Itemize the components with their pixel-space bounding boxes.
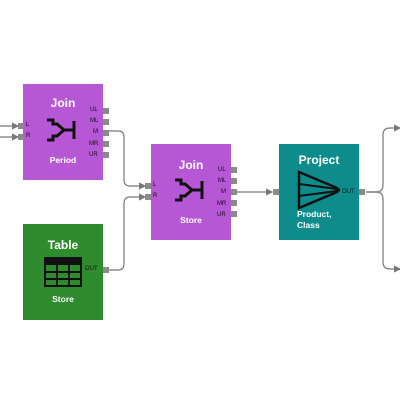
port-label-mr: MR [89, 141, 99, 147]
input-port[interactable] [273, 189, 279, 195]
port-label-l: L [153, 182, 157, 188]
node-subtitle: Store [180, 215, 202, 225]
input-port-r[interactable] [18, 134, 24, 140]
output-port-ul[interactable] [231, 167, 237, 173]
port-label-ur: UR [217, 212, 226, 218]
project-node[interactable]: Project Product, Class OUT [279, 144, 359, 240]
port-label-out: OUT [342, 189, 355, 195]
output-port-ur[interactable] [103, 152, 109, 158]
input-port-l[interactable] [145, 183, 151, 189]
node-subtitle: Period [49, 155, 77, 165]
output-port-ml[interactable] [103, 119, 109, 125]
output-port-ul[interactable] [103, 108, 109, 114]
port-label-ml: ML [90, 118, 99, 124]
port-label-ur: UR [89, 152, 98, 158]
port-label-ul: UL [90, 107, 98, 113]
port-label-ul: UL [218, 167, 226, 173]
input-port-l[interactable] [18, 123, 24, 129]
output-port-mr[interactable] [103, 141, 109, 147]
output-port-mr[interactable] [231, 200, 237, 206]
port-label-l: L [26, 122, 30, 128]
output-port-out[interactable] [359, 189, 365, 195]
edge-table-store-out-to-join-store-r [109, 193, 147, 271]
join-store-node[interactable]: Join Store L R UL ML M MR UR [151, 144, 231, 240]
port-label-m: M [221, 189, 226, 195]
project-funnel-icon [297, 170, 340, 210]
port-label-ml: ML [218, 178, 227, 184]
node-title: Table [47, 238, 79, 252]
output-port-m[interactable] [103, 130, 109, 136]
output-port-out[interactable] [103, 267, 109, 273]
output-port-ur[interactable] [231, 211, 237, 217]
join-period-node[interactable]: Join Period L R UL ML M MR UR [23, 84, 103, 180]
port-label-r: R [26, 133, 31, 139]
node-subtitle: Product, Class [297, 209, 332, 230]
edge-join-period-m-to-join-store-l [109, 130, 147, 190]
node-title: Project [298, 153, 340, 167]
node-subtitle: Store [52, 294, 74, 304]
table-grid-icon [44, 257, 82, 287]
input-port-r[interactable] [145, 194, 151, 200]
output-port-m[interactable] [231, 189, 237, 195]
join-icon [47, 118, 76, 142]
edge-project-out-down [366, 191, 400, 273]
output-port-ml[interactable] [231, 178, 237, 184]
node-title: Join [178, 158, 204, 172]
port-label-out: OUT [85, 266, 98, 272]
table-store-node[interactable]: Table Store OUT [23, 224, 103, 320]
port-label-r: R [153, 193, 158, 199]
edge-project-out-up [366, 124, 400, 193]
port-label-mr: MR [217, 201, 227, 207]
join-icon [175, 178, 204, 202]
port-label-m: M [93, 129, 98, 135]
node-title: Join [50, 96, 76, 110]
